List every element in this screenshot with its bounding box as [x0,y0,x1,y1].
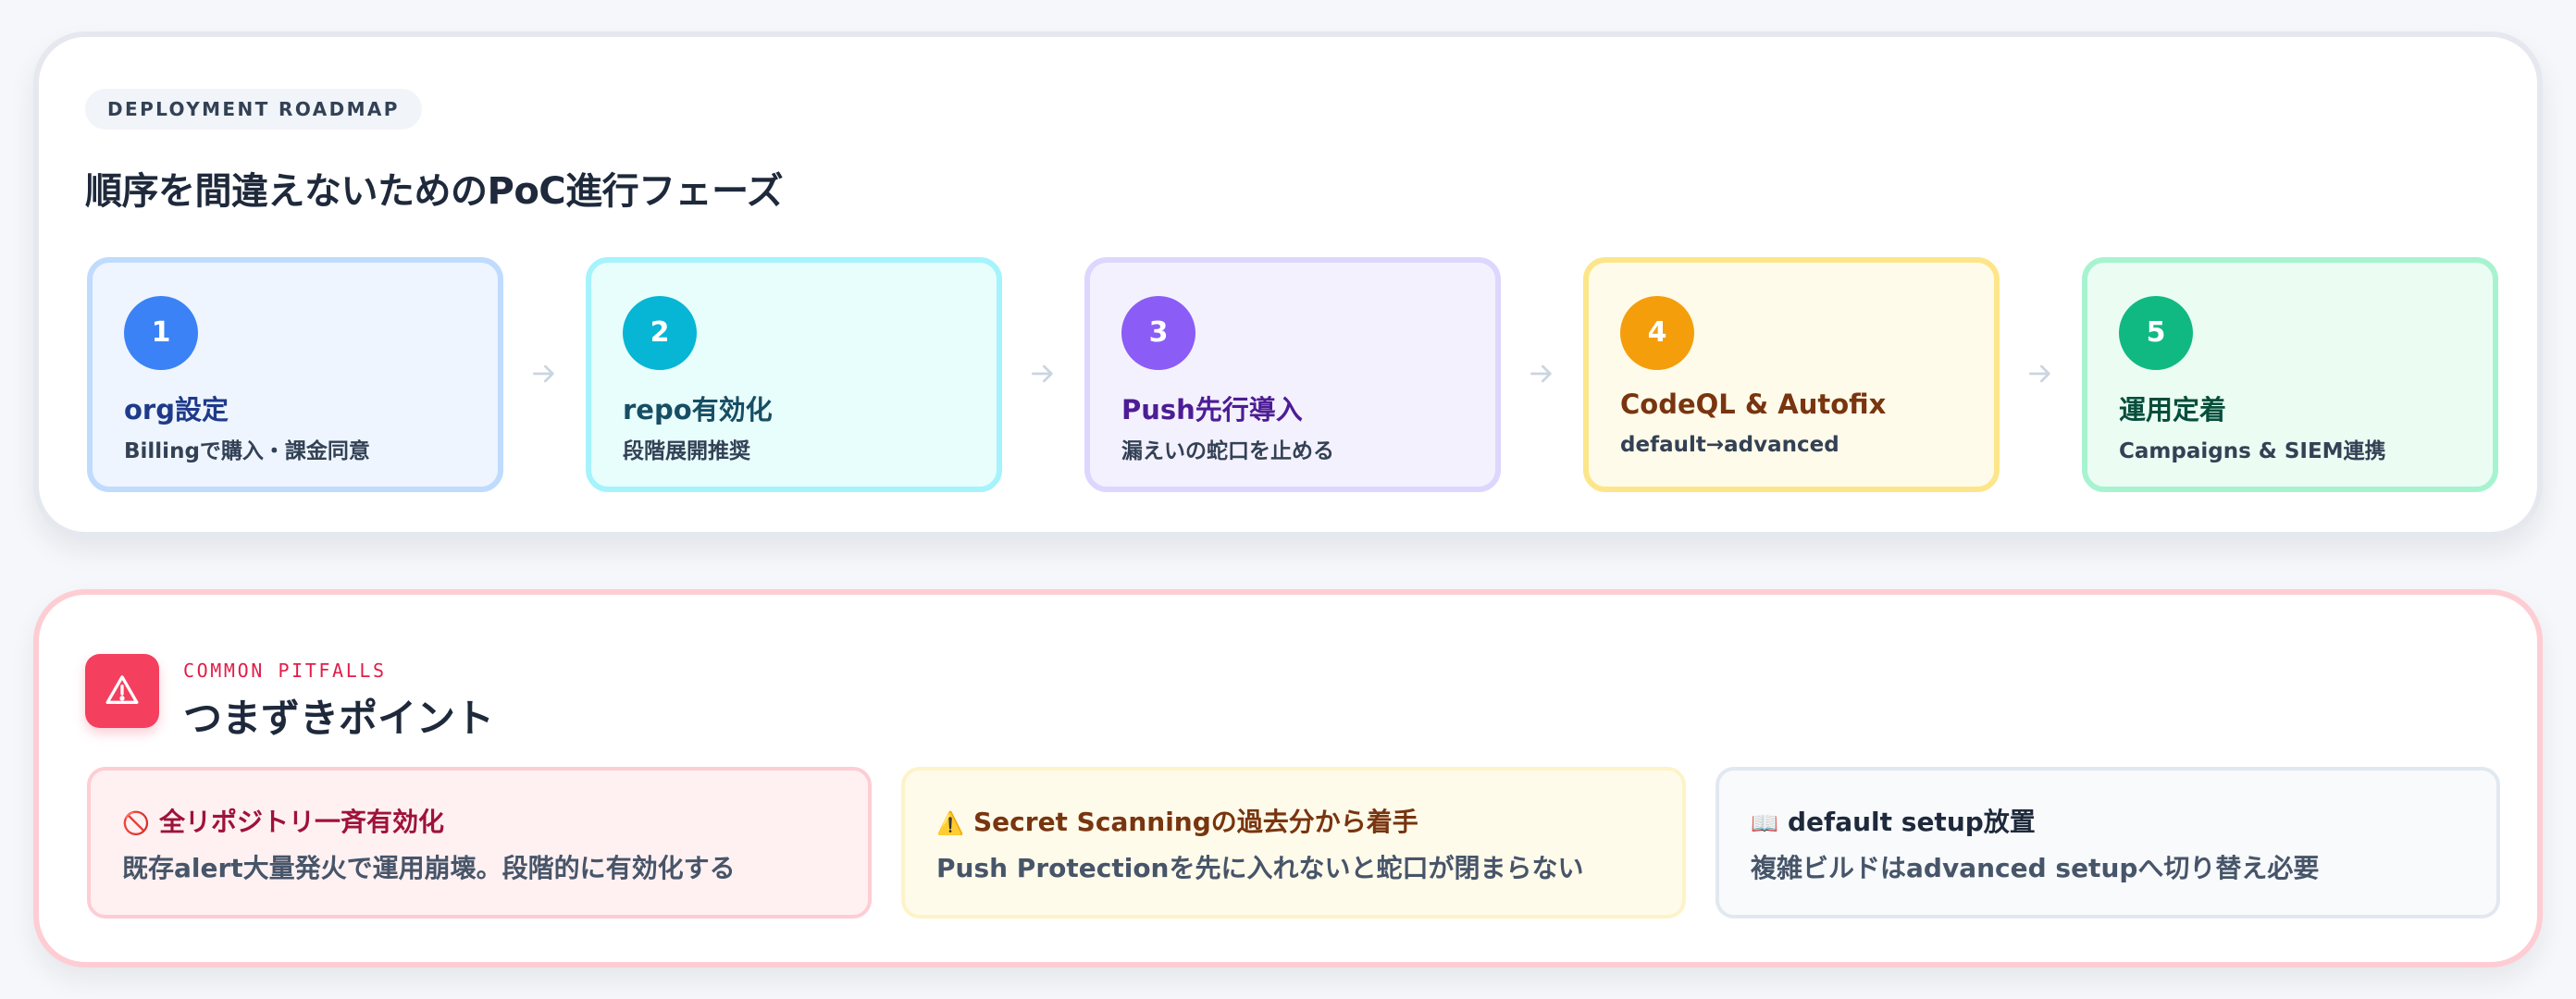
arrow-right-icon [533,364,554,383]
phase-title: repo有効化 [623,394,773,426]
pitfalls-title: つまずきポイント [183,696,495,741]
phase-card-1: 1 org設定 Billingで購入・課金同意 [87,257,503,492]
phase-subtitle: Campaigns & SIEM連携 [2119,439,2386,463]
common-pitfalls-card: COMMON PITFALLS つまずきポイント 🚫 全リポジトリ一斉有効化 既存… [33,589,2543,968]
phase-title: CodeQL & Autofix [1620,388,1887,420]
phase-card-2: 2 repo有効化 段階展開推奨 [586,257,1002,492]
roadmap-eyebrow: DEPLOYMENT ROADMAP [85,89,422,130]
phase-card-3: 3 Push先行導入 漏えいの蛇口を止める [1084,257,1501,492]
warning-icon: ⚠️ [936,810,964,836]
phase-card-4: 4 CodeQL & Autofix default→advanced [1583,257,2000,492]
pitfall-title: 全リポジトリ一斉有効化 [159,807,445,837]
roadmap-title: 順序を間違えないためのPoC進行フェーズ [85,170,784,213]
pitfall-body: 既存alert大量発火で運用崩壊。段階的に有効化する [122,853,736,883]
phase-number-badge: 1 [124,296,198,370]
pitfall-card: ⚠️ Secret Scanningの過去分から着手 Push Protectio… [901,767,1686,919]
warning-triangle-icon [85,654,159,728]
phase-subtitle: Billingで購入・課金同意 [124,439,370,463]
phase-title: Push先行導入 [1121,394,1303,426]
open-book-icon: 📖 [1751,810,1778,836]
pitfall-body: Push Protectionを先に入れないと蛇口が閉まらない [936,853,1584,883]
prohibited-icon: 🚫 [122,810,150,836]
phase-card-5: 5 運用定着 Campaigns & SIEM連携 [2082,257,2498,492]
pitfall-card: 🚫 全リポジトリ一斉有効化 既存alert大量発火で運用崩壊。段階的に有効化する [87,767,872,919]
phase-number-badge: 2 [623,296,697,370]
pitfall-title: Secret Scanningの過去分から着手 [973,807,1418,837]
arrow-right-icon [2029,364,2050,383]
pitfall-body: 複雑ビルドはadvanced setupへ切り替え必要 [1751,853,2320,883]
phase-title: org設定 [124,394,229,426]
pitfalls-eyebrow: COMMON PITFALLS [183,660,387,682]
phase-subtitle: default→advanced [1620,433,1839,457]
phase-subtitle: 漏えいの蛇口を止める [1121,439,1334,463]
phase-subtitle: 段階展開推奨 [623,439,750,463]
pitfall-title: default setup放置 [1788,807,2036,837]
phase-title: 運用定着 [2119,394,2227,426]
arrow-right-icon [1530,364,1552,383]
deployment-roadmap-card: DEPLOYMENT ROADMAP 順序を間違えないためのPoC進行フェーズ … [33,31,2543,537]
pitfall-card: 📖 default setup放置 複雑ビルドはadvanced setupへ切り… [1715,767,2500,919]
phase-number-badge: 3 [1121,296,1195,370]
arrow-right-icon [1032,364,1053,383]
phase-number-badge: 5 [2119,296,2193,370]
phase-number-badge: 4 [1620,296,1694,370]
